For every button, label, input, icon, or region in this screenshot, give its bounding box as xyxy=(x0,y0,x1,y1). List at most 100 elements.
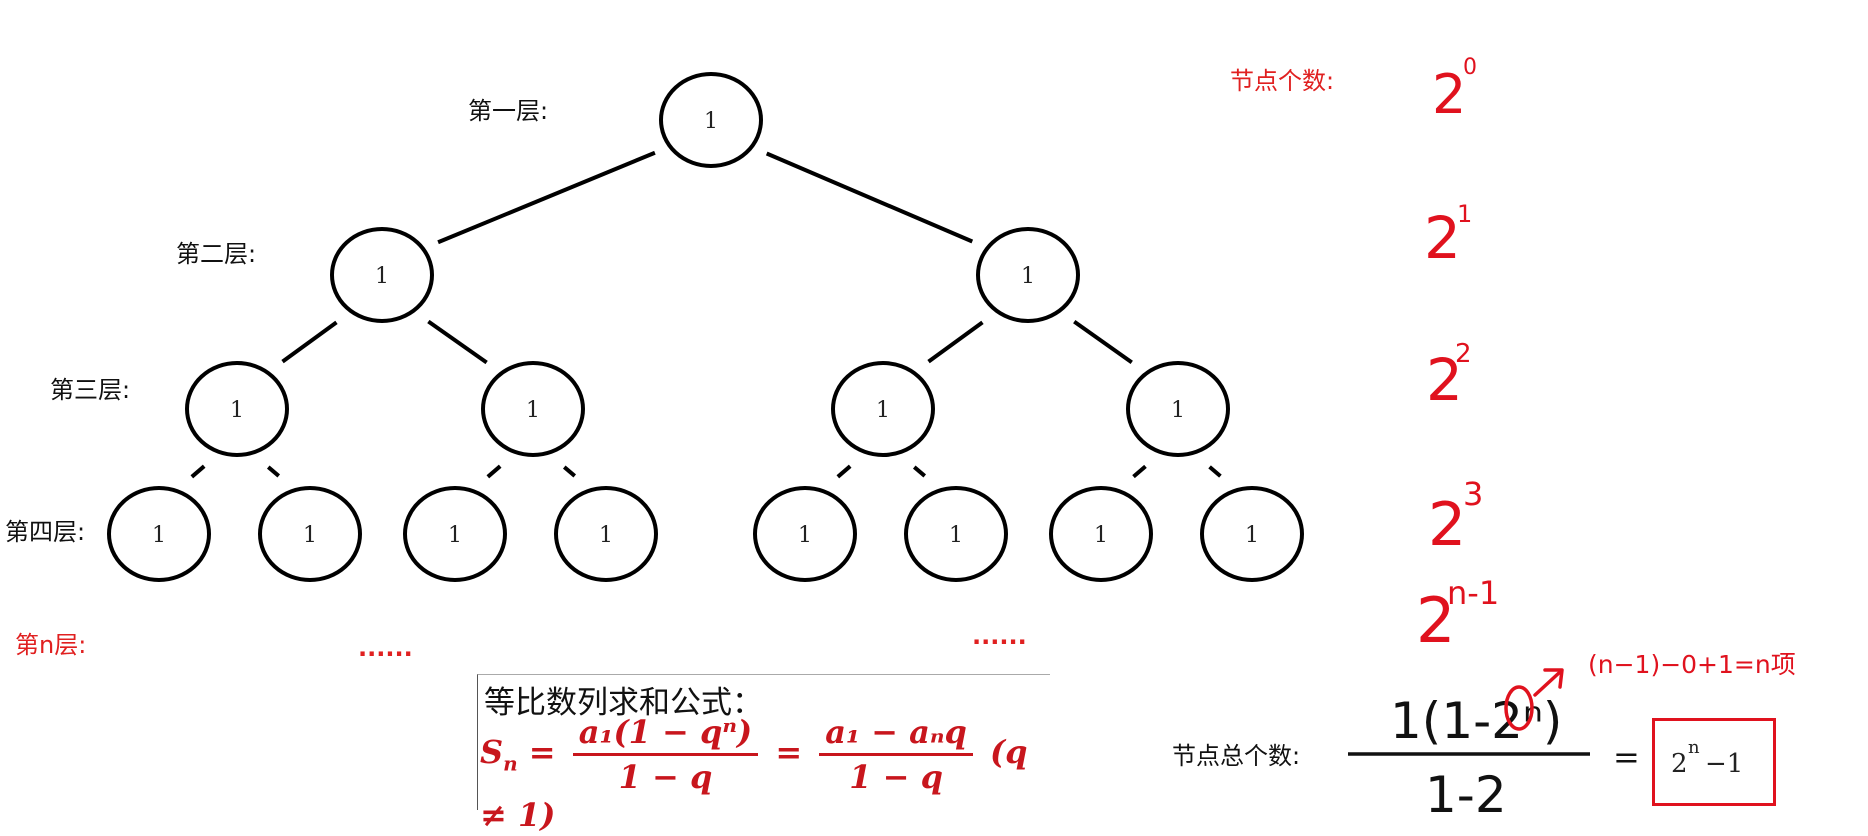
equals-sign: = xyxy=(1613,738,1640,776)
level-label-1: 第一层: xyxy=(468,97,548,125)
tree-node-value: 1 xyxy=(798,523,812,548)
fraction-1-numerator: a₁(1 − qⁿ) xyxy=(572,713,759,756)
tree-node-value: 1 xyxy=(1171,398,1185,423)
tree-node: 1 xyxy=(403,486,507,582)
svg-text:n-1: n-1 xyxy=(1447,574,1499,612)
sum-denominator: 1-2 xyxy=(1425,766,1507,824)
tree-node: 1 xyxy=(976,227,1080,323)
tree-node: 1 xyxy=(1126,361,1230,457)
formula-fraction-2: a₁ − aₙq 1 − q xyxy=(819,713,973,796)
fraction-1-denominator: 1 − q xyxy=(618,758,713,796)
count-level-2: 2 1 xyxy=(1424,200,1472,272)
tree-node-circle xyxy=(330,227,434,323)
tree-edge xyxy=(562,465,577,478)
svg-text:2: 2 xyxy=(1426,346,1463,414)
geometric-sum-formula: 等比数列求和公式： Sn = a₁(1 − qⁿ) 1 − q = a₁ − a… xyxy=(477,674,1050,834)
sum-numerator: 1(1-2ⁿ) xyxy=(1390,692,1562,750)
tree-node-value: 1 xyxy=(1245,523,1259,548)
tree-node: 1 xyxy=(831,361,935,457)
level-label-4: 第四层: xyxy=(5,518,85,546)
tree-node-value: 1 xyxy=(876,398,890,423)
count-level-3: 2 2 xyxy=(1426,339,1472,414)
tree-node-value: 1 xyxy=(704,109,718,134)
level-label-n: 第n层: xyxy=(15,631,86,659)
tree-edges xyxy=(190,150,1222,479)
formula-eq-2: = xyxy=(775,733,803,771)
tree-node-value: 1 xyxy=(1094,523,1108,548)
tree-node-circle xyxy=(481,361,585,457)
tree-node-circle xyxy=(659,72,763,168)
svg-text:2: 2 xyxy=(1424,204,1461,272)
tree-node: 1 xyxy=(1200,486,1304,582)
tree-edge xyxy=(266,465,281,478)
tree-node: 1 xyxy=(753,486,857,582)
tree-edge xyxy=(281,320,338,364)
arrow-head-icon xyxy=(1543,668,1564,689)
tree-edge xyxy=(765,151,974,244)
svg-text:1: 1 xyxy=(1457,200,1472,228)
formula-expression: Sn = a₁(1 − qⁿ) 1 − q = a₁ − aₙq 1 − q (… xyxy=(480,713,1050,834)
ellipsis-right: ...... xyxy=(972,622,1027,650)
tree-node: 1 xyxy=(554,486,658,582)
tree-edge xyxy=(437,150,656,245)
formula-fraction-1: a₁(1 − qⁿ) 1 − q xyxy=(572,713,759,796)
tree-node-circle xyxy=(831,361,935,457)
tree-node: 1 xyxy=(659,72,763,168)
tree-node: 1 xyxy=(1049,486,1153,582)
tree-edge xyxy=(836,464,852,479)
svg-text:2: 2 xyxy=(1428,490,1466,560)
tree-edge xyxy=(1073,320,1133,364)
tree-node-value: 1 xyxy=(448,523,462,548)
tree-node-circle xyxy=(904,486,1008,582)
tree-node: 1 xyxy=(330,227,434,323)
tree-node: 1 xyxy=(185,361,289,457)
tree-node-circle xyxy=(1126,361,1230,457)
formula-eq-1: = xyxy=(528,733,556,771)
tree-node-circle xyxy=(976,227,1080,323)
tree-node-circle xyxy=(107,486,211,582)
exponent-circle xyxy=(1504,685,1534,731)
annotation-arrow xyxy=(1533,670,1562,697)
tree-node-circle xyxy=(554,486,658,582)
ellipsis-left: ...... xyxy=(358,634,413,662)
tree-node-circle xyxy=(1200,486,1304,582)
tree-nodes: 1 1 1 1 1 1 1 1 1 1 1 1 1 1 1 xyxy=(107,72,1304,582)
tree-node-value: 1 xyxy=(526,398,540,423)
tree-node-value: 1 xyxy=(152,523,166,548)
result-tail: −1 xyxy=(1705,749,1744,779)
tree-node: 1 xyxy=(904,486,1008,582)
tree-edge xyxy=(1208,465,1222,478)
tree-node-value: 1 xyxy=(303,523,317,548)
tree-node-value: 1 xyxy=(1021,264,1035,289)
tree-node-value: 1 xyxy=(375,264,389,289)
svg-text:2: 2 xyxy=(1455,339,1472,369)
total-count-label: 节点总个数: xyxy=(1172,742,1300,770)
level-label-3: 第三层: xyxy=(50,376,130,404)
fraction-2-denominator: 1 − q xyxy=(849,758,943,796)
tree-node-value: 1 xyxy=(599,523,613,548)
formula-sn-sub: n xyxy=(503,751,518,776)
formula-condition: (q ≠ 1) xyxy=(480,733,1028,834)
formula-title: 等比数列求和公式： xyxy=(484,685,763,721)
result-base: 2 xyxy=(1671,749,1688,779)
tree-node-value: 1 xyxy=(230,398,244,423)
tree-node-circle xyxy=(1049,486,1153,582)
result-box: 2 n −1 xyxy=(1652,718,1776,806)
svg-text:2: 2 xyxy=(1416,584,1455,657)
svg-text:0: 0 xyxy=(1463,55,1477,80)
svg-text:2: 2 xyxy=(1432,63,1466,126)
tree-node-value: 1 xyxy=(949,523,963,548)
level-label-2: 第二层: xyxy=(176,240,256,268)
tree-node-circle xyxy=(185,361,289,457)
formula-sn: S xyxy=(480,733,504,771)
terms-annotation: (n−1)−0+1=n项 xyxy=(1588,650,1796,679)
result-exponent: n xyxy=(1688,737,1700,758)
tree-node: 1 xyxy=(481,361,585,457)
tree-edge xyxy=(927,320,984,364)
tree-node-circle xyxy=(258,486,362,582)
count-level-4: 2 3 xyxy=(1428,475,1483,560)
tree-node-circle xyxy=(753,486,857,582)
tree-node: 1 xyxy=(258,486,362,582)
tree-node-circle xyxy=(403,486,507,582)
